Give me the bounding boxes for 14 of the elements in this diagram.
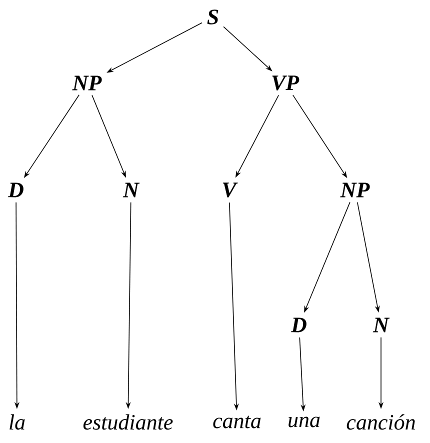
category-label: N bbox=[122, 182, 140, 198]
word-label: una bbox=[288, 416, 320, 428]
word-label: canción bbox=[346, 414, 415, 430]
word-label: estudiante bbox=[83, 414, 173, 430]
category-label: D bbox=[8, 182, 24, 198]
word-label: la bbox=[10, 414, 25, 430]
category-label: NP bbox=[72, 76, 102, 90]
category-label: D bbox=[290, 318, 306, 332]
word-label: canta bbox=[213, 416, 261, 428]
category-label: V bbox=[222, 182, 238, 198]
category-label: S bbox=[207, 10, 218, 24]
category-label: N bbox=[372, 318, 390, 332]
category-label: VP bbox=[272, 76, 300, 90]
category-label: NP bbox=[340, 182, 370, 198]
